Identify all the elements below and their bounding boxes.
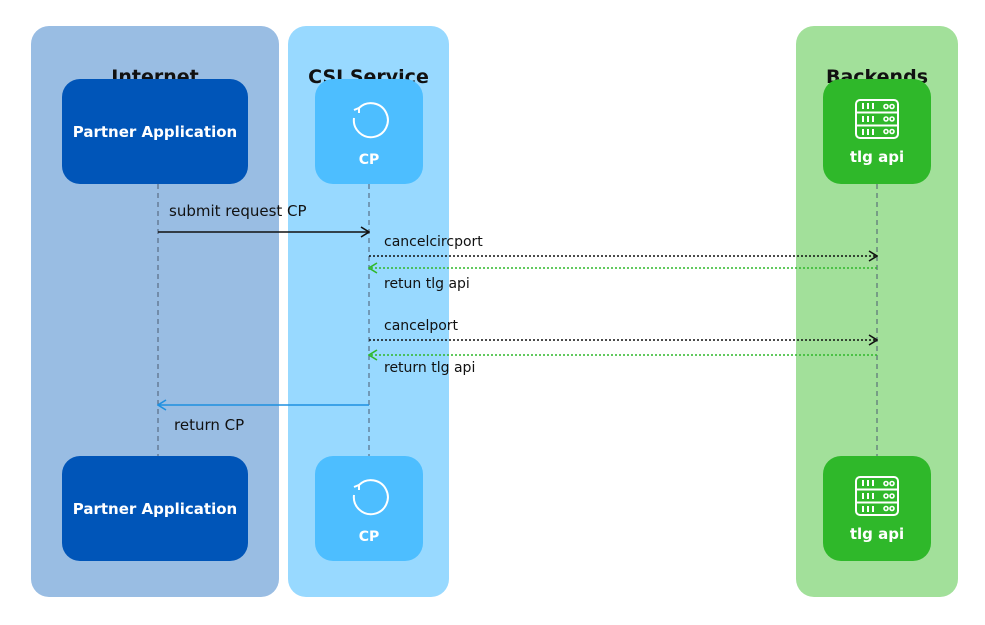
server-icon [855,98,899,139]
tlg-api-box-top: tlg api [823,79,931,184]
server-icon [855,475,899,516]
cp-label: CP [358,151,380,168]
tlg-api-box-bottom: tlg api [823,456,931,561]
message-label-submit-request: submit request CP [169,202,307,220]
tlg-api-label: tlg api [849,147,905,166]
message-label-return-cp: return CP [174,416,245,434]
partner-application-label: Partner Application [72,122,238,141]
cp-box-top: CP [315,79,423,184]
message-label-retun-tlg-api: retun tlg api [384,276,470,292]
refresh-icon [352,101,389,138]
partner-application-box-top: Partner Application [62,79,248,184]
cp-box-bottom: CP [315,456,423,561]
message-label-cancelport: cancelport [384,318,459,334]
tlg-api-label: tlg api [849,524,905,543]
cp-label: CP [358,528,380,545]
message-label-return-tlg-api: return tlg api [384,360,476,376]
partner-application-label: Partner Application [72,499,238,518]
partner-application-box-bottom: Partner Application [62,456,248,561]
message-label-cancelcircport: cancelcircport [384,234,483,250]
refresh-icon [352,478,389,515]
